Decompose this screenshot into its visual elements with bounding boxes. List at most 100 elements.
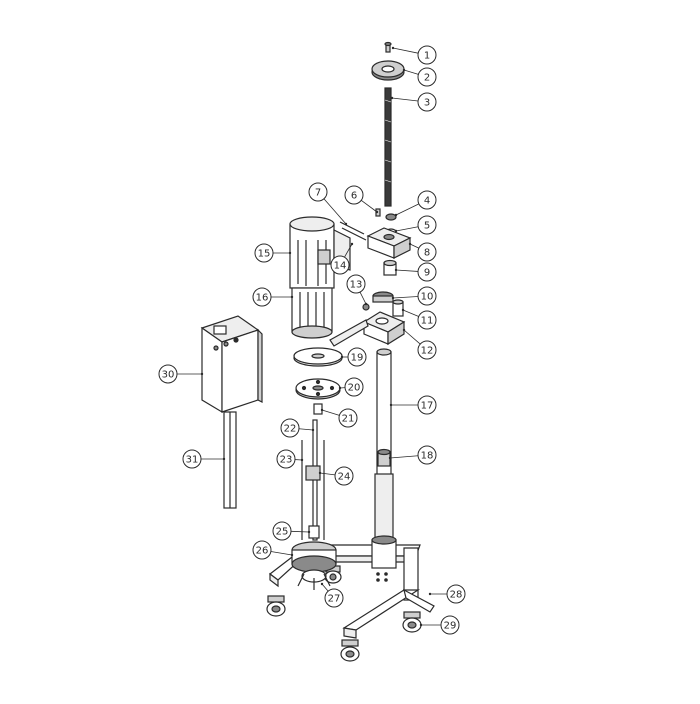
leader-end-dot bbox=[301, 459, 303, 461]
callout-number: 27 bbox=[328, 594, 341, 605]
leader-end-dot bbox=[291, 554, 293, 556]
column-collar bbox=[378, 450, 390, 467]
callout-27: 27 bbox=[325, 589, 343, 607]
leader-end-dot bbox=[321, 409, 323, 411]
leader-line-1 bbox=[393, 48, 418, 53]
callout-25: 25 bbox=[273, 522, 291, 540]
callout-20: 20 bbox=[345, 378, 363, 396]
caster-wheel bbox=[267, 596, 285, 616]
leader-end-dot bbox=[291, 296, 293, 298]
leader-line-18 bbox=[390, 456, 418, 458]
leader-end-dot bbox=[403, 69, 405, 71]
callout-8: 8 bbox=[418, 243, 436, 261]
leader-end-dot bbox=[201, 373, 203, 375]
callout-18: 18 bbox=[418, 446, 436, 464]
callout-number: 21 bbox=[342, 414, 355, 425]
coupling bbox=[314, 404, 322, 414]
caster-wheel bbox=[403, 612, 421, 632]
callout-number: 12 bbox=[421, 346, 434, 357]
leader-end-dot bbox=[321, 583, 323, 585]
callout-11: 11 bbox=[418, 311, 436, 329]
callout-number: 23 bbox=[280, 455, 293, 466]
callout-number: 9 bbox=[424, 268, 430, 279]
leader-end-dot bbox=[392, 47, 394, 49]
lead-screw bbox=[385, 88, 391, 206]
callout-number: 19 bbox=[351, 353, 364, 364]
callout-2: 2 bbox=[418, 68, 436, 86]
callout-28: 28 bbox=[447, 585, 465, 603]
callout-number: 18 bbox=[421, 451, 434, 462]
caster-wheel bbox=[341, 640, 359, 661]
leader-end-dot bbox=[365, 303, 367, 305]
leader-line-27 bbox=[322, 584, 328, 591]
leader-end-dot bbox=[376, 211, 378, 213]
leader-end-dot bbox=[345, 223, 347, 225]
leader-end-dot bbox=[429, 593, 431, 595]
callout-31: 31 bbox=[183, 450, 201, 468]
callout-12: 12 bbox=[418, 341, 436, 359]
screw-cap-bolt bbox=[385, 43, 391, 53]
leader-line-21 bbox=[322, 410, 339, 415]
lift-block bbox=[368, 228, 410, 258]
control-box bbox=[202, 316, 262, 412]
leader-end-dot bbox=[308, 531, 310, 533]
leader-line-9 bbox=[396, 270, 418, 271]
callout-22: 22 bbox=[281, 419, 299, 437]
mounting-plate bbox=[294, 348, 342, 366]
leader-end-dot bbox=[403, 329, 405, 331]
callout-number: 20 bbox=[348, 383, 361, 394]
callout-number: 5 bbox=[424, 221, 430, 232]
callout-number: 17 bbox=[421, 401, 434, 412]
callout-number: 1 bbox=[424, 51, 430, 62]
flange-plate bbox=[296, 379, 340, 399]
leader-end-dot bbox=[420, 624, 422, 626]
callout-number: 25 bbox=[276, 527, 289, 538]
callout-4: 4 bbox=[418, 191, 436, 209]
callout-number: 2 bbox=[424, 73, 430, 84]
callout-13: 13 bbox=[347, 275, 365, 293]
callout-26: 26 bbox=[253, 541, 271, 559]
callout-number: 10 bbox=[421, 292, 434, 303]
clamp-arm bbox=[330, 292, 404, 346]
callout-number: 24 bbox=[338, 472, 351, 483]
leader-line-8 bbox=[410, 244, 419, 248]
handwheel bbox=[372, 61, 404, 80]
callout-16: 16 bbox=[253, 288, 271, 306]
leader-end-dot bbox=[319, 472, 321, 474]
leader-end-dot bbox=[223, 458, 225, 460]
caster-wheels bbox=[267, 566, 421, 661]
callout-21: 21 bbox=[339, 409, 357, 427]
leader-end-dot bbox=[391, 97, 393, 99]
callout-5: 5 bbox=[418, 216, 436, 234]
callout-number: 8 bbox=[424, 248, 430, 259]
leader-line-6 bbox=[361, 200, 377, 212]
leader-end-dot bbox=[402, 309, 404, 311]
callout-number: 26 bbox=[256, 546, 269, 557]
callout-1: 1 bbox=[418, 46, 436, 64]
callout-number: 3 bbox=[424, 98, 430, 109]
callout-23: 23 bbox=[277, 450, 295, 468]
callout-number: 13 bbox=[350, 280, 363, 291]
leader-line-12 bbox=[404, 330, 420, 344]
leader-end-dot bbox=[395, 230, 397, 232]
callout-number: 29 bbox=[444, 621, 457, 632]
callout-14: 14 bbox=[331, 256, 349, 274]
callout-number: 22 bbox=[284, 424, 297, 435]
callout-15: 15 bbox=[255, 244, 273, 262]
callout-number: 30 bbox=[162, 370, 175, 381]
callout-7: 7 bbox=[309, 183, 327, 201]
callout-number: 4 bbox=[424, 196, 430, 207]
callout-number: 15 bbox=[258, 249, 271, 260]
callout-10: 10 bbox=[418, 287, 436, 305]
leader-line-11 bbox=[403, 310, 419, 317]
leader-line-22 bbox=[299, 429, 313, 430]
leader-end-dot bbox=[390, 404, 392, 406]
leader-end-dot bbox=[395, 214, 397, 216]
leader-line-5 bbox=[396, 227, 418, 231]
callout-number: 31 bbox=[186, 455, 199, 466]
leader-end-dot bbox=[409, 243, 411, 245]
callout-30: 30 bbox=[159, 365, 177, 383]
leader-end-dot bbox=[392, 297, 394, 299]
